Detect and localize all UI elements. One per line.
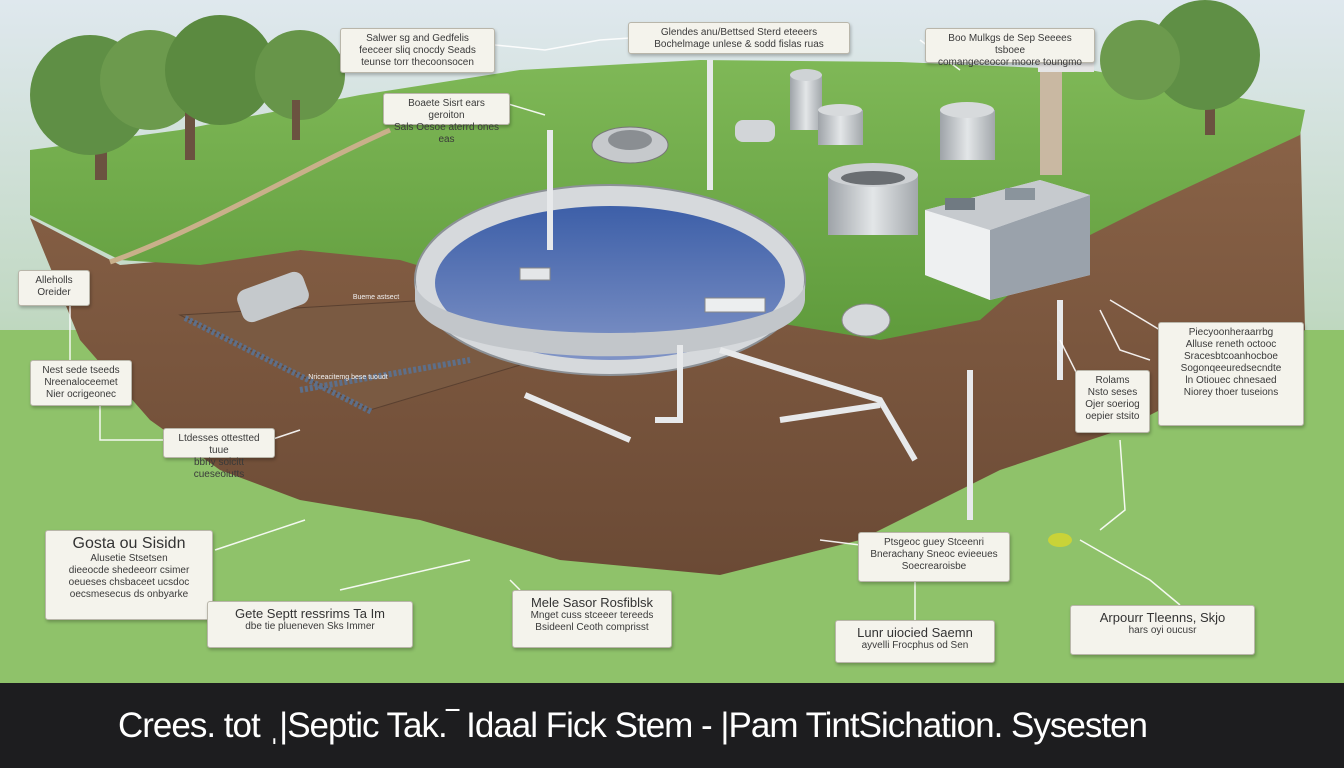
right-upper-callout-line-6: Niorey thoer tuseions xyxy=(1183,387,1279,398)
dirt-path xyxy=(109,127,392,265)
right-middle-small-callout-line-1: Rolams xyxy=(1095,375,1130,386)
top-right-callout-line-1: Boo Mulkgs de Sep Seeees tsboee xyxy=(948,33,1072,56)
left-lower-callout: Ltdesses ottestted tuue bbriy soicitt cu… xyxy=(163,428,275,480)
top-left-callout-line-1: Salwer sg and Gedfelis xyxy=(366,33,469,44)
tank-dark-label-line-1: Bueme astsect xyxy=(352,294,400,301)
top-right-callout: Boo Mulkgs de Sep Seeees tsboee comangec… xyxy=(925,28,1095,68)
pipe-dark-label-line-1: Nriceacitemg bese tuoudt xyxy=(308,374,388,381)
center-bottom-left-callout-line-2: dbe tie plueneven Sks Immer xyxy=(245,621,375,632)
silo-3 xyxy=(940,110,995,160)
lower-center-right-callout-line-3: Soecrearoisbe xyxy=(901,561,967,572)
large-left-callout-line-5: oecsmesecus ds onbyarke xyxy=(69,589,189,600)
upper-left-small-callout-line-1: Boaete Sisrt ears geroiton xyxy=(408,98,485,121)
left-edge-callout-line-1: Alleholls xyxy=(35,275,73,286)
large-left-callout-line-4: oeueses chsbaceet ucsdoc xyxy=(68,577,190,588)
chimney xyxy=(1040,65,1062,175)
lower-center-right-callout-line-1: Ptsgeoc guey Stceenri xyxy=(883,537,985,548)
top-left-callout: Salwer sg and Gedfelis feeceer sliq cnoc… xyxy=(340,28,495,73)
right-middle-small-callout-line-4: oepier stsito xyxy=(1085,411,1140,422)
top-center-callout: Glendes anu/Bettsed Sterd eteeers Bochel… xyxy=(628,22,850,54)
large-left-callout: Gosta ou Sisidn Alusetie Stsetsen dieeoc… xyxy=(45,530,213,620)
right-middle-small-callout: Rolams Nsto seses Ojer soeriog oepier st… xyxy=(1075,370,1150,433)
top-center-callout-line-1: Glendes anu/Bettsed Sterd eteeers xyxy=(660,27,818,38)
bottom-right-callout: Arpourr Tleenns, Skjo hars oyi oucusr xyxy=(1070,605,1255,655)
lower-center-right-callout: Ptsgeoc guey Stceenri Bnerachany Sneoc e… xyxy=(858,532,1010,582)
bottom-right-callout-line-1: Arpourr Tleenns, Skjo xyxy=(1099,610,1226,625)
trees-right xyxy=(1100,0,1260,135)
pipe-dark-label: Nriceacitemg bese tuoudt xyxy=(306,372,390,386)
silo-1 xyxy=(790,75,822,130)
tank-water xyxy=(435,206,785,360)
lower-center-right-callout-line-2: Bnerachany Sneoc evieeues xyxy=(870,549,998,560)
top-left-callout-line-2: feeceer sliq cnocdy Seads xyxy=(359,45,476,56)
bottom-right-callout-line-2: hars oyi oucusr xyxy=(1128,625,1197,636)
large-left-callout-line-3: dieeocde shedeeorr csimer xyxy=(68,565,190,576)
top-right-callout-line-2: comangeceocor moore toungmo xyxy=(938,57,1082,68)
right-upper-callout-line-1: Piecyoonheraarrbg xyxy=(1188,327,1274,338)
center-bottom-callout: Mele Sasor Rosfiblsk Mnget cuss stceeer … xyxy=(512,590,672,648)
center-bottom-left-callout: Gete Septt ressrims Ta Im dbe tie pluene… xyxy=(207,601,413,648)
right-upper-callout-line-3: Sracesbtcoanhocboe xyxy=(1184,351,1278,362)
page-title: Crees. tot ˌ|Septic Tak.‾ Idaal Fick Ste… xyxy=(118,705,1148,745)
bottom-center-callout: Lunr uiocied Saemn ayvelli Frocphus od S… xyxy=(835,620,995,663)
left-middle-callout: Nest sede tseeds Nreenaloceemet Nier ocr… xyxy=(30,360,132,406)
tank-wall xyxy=(415,282,805,357)
top-center-callout-line-2: Bochelmage unlese & sodd fislas ruas xyxy=(654,39,824,50)
center-bottom-callout-line-1: Mele Sasor Rosfiblsk xyxy=(530,595,654,610)
right-upper-callout-line-2: Alluse reneth octooc xyxy=(1185,339,1277,350)
upper-left-small-callout-line-2: Sals Oesoe aterrd ones eas xyxy=(393,122,500,145)
center-bottom-callout-line-2: Mnget cuss stceeer tereeds xyxy=(530,610,654,621)
center-bottom-left-callout-line-1: Gete Septt ressrims Ta Im xyxy=(234,606,386,621)
left-middle-callout-line-1: Nest sede tseeds xyxy=(42,365,120,376)
right-upper-callout-line-4: Sogonqeeuredsecndte xyxy=(1180,363,1282,374)
control-building xyxy=(925,180,1090,300)
left-lower-callout-line-2: bbriy soicitt cueseoiutts xyxy=(193,457,245,480)
left-edge-callout-line-2: Oreider xyxy=(37,287,71,298)
bottom-center-callout-line-1: Lunr uiocied Saemn xyxy=(857,625,973,640)
left-middle-callout-line-3: Nier ocrigeonec xyxy=(45,389,117,400)
right-middle-small-callout-line-2: Nsto seses xyxy=(1087,387,1138,398)
trees-left xyxy=(30,15,345,180)
large-left-callout-line-2: Alusetie Stsetsen xyxy=(90,553,168,564)
right-upper-callout-line-5: ln Otiouec chnesaed xyxy=(1185,375,1277,386)
tank-dark-label: Bueme astsect xyxy=(348,292,404,306)
left-middle-callout-line-2: Nreenaloceemet xyxy=(44,377,118,388)
bottom-center-callout-line-2: ayvelli Frocphus od Sen xyxy=(861,640,969,651)
right-middle-small-callout-line-3: Ojer soeriog xyxy=(1085,399,1140,410)
pump-station xyxy=(841,303,891,337)
center-bottom-callout-line-3: Bsideenl Ceoth comprisst xyxy=(535,622,649,633)
left-edge-callout: Alleholls Oreider xyxy=(18,270,90,306)
upper-left-small-callout: Boaete Sisrt ears geroiton Sals Oesoe at… xyxy=(383,93,510,145)
pipes xyxy=(523,60,1063,520)
top-left-callout-line-3: teunse torr thecoonsocen xyxy=(361,57,474,68)
large-left-callout-line-1: Gosta ou Sisidn xyxy=(72,535,186,552)
right-upper-callout: Piecyoonheraarrbg Alluse reneth octooc S… xyxy=(1158,322,1304,426)
title-banner: Crees. tot ˌ|Septic Tak.‾ Idaal Fick Ste… xyxy=(0,683,1344,768)
left-lower-callout-line-1: Ltdesses ottestted tuue xyxy=(178,433,260,456)
